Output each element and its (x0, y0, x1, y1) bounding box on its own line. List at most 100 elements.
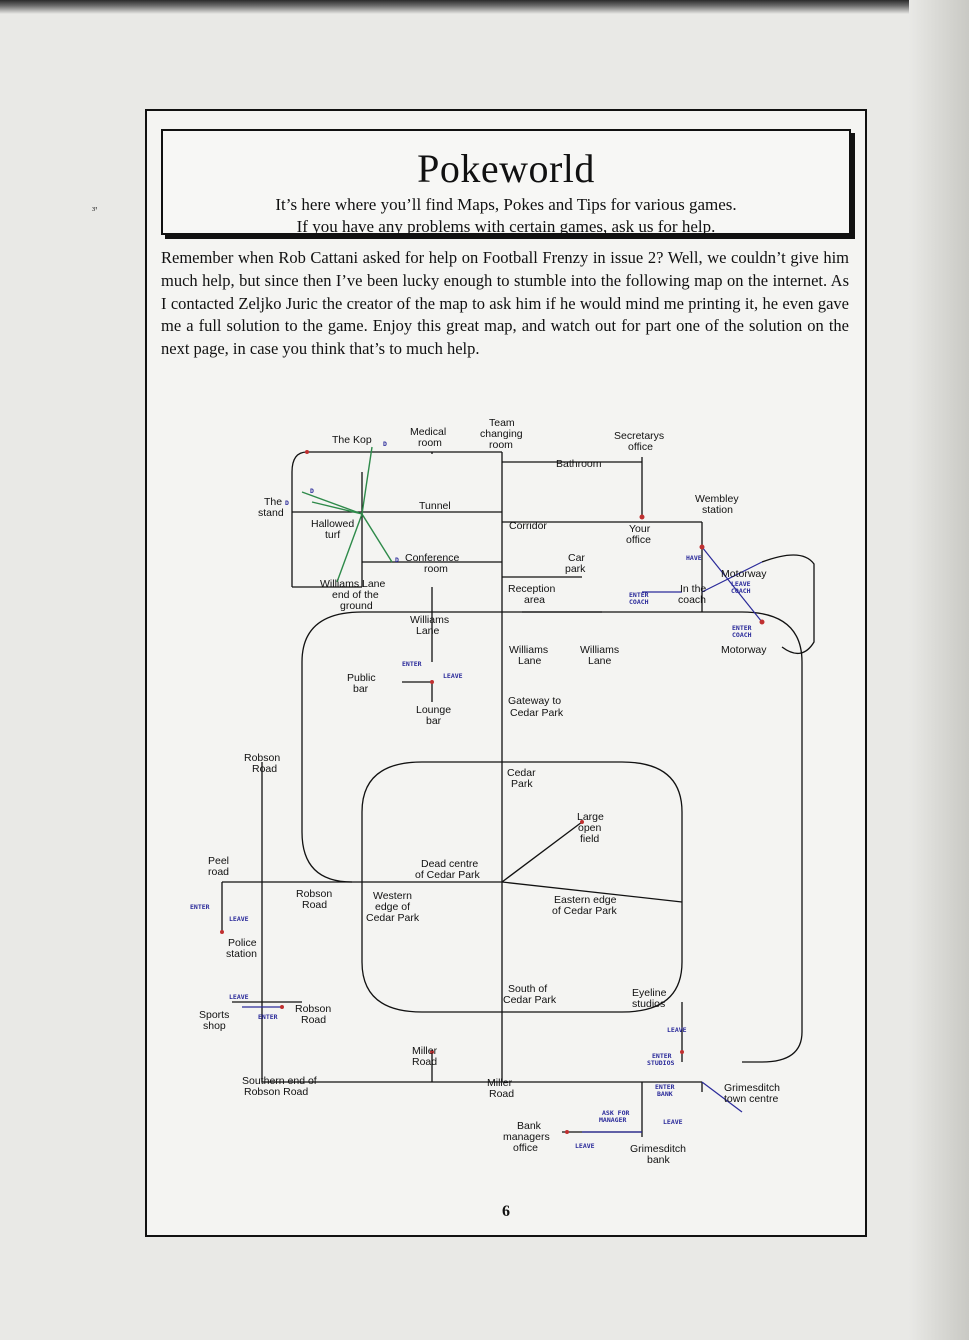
tag-leave-police: LEAVE (229, 915, 249, 923)
svg-text:Lane: Lane (416, 625, 440, 637)
svg-text:park: park (565, 563, 586, 575)
green-paths (301, 446, 393, 583)
label-bathroom: Bathroom (556, 458, 602, 470)
svg-text:MANAGER: MANAGER (599, 1116, 626, 1124)
label-secretarys-office: Secretarys (614, 430, 664, 442)
label-conference-room: Conference (405, 552, 459, 564)
label-bank-managers-office: Bank (517, 1120, 542, 1132)
tag-enter-coach-1: ENTER (629, 591, 649, 599)
svg-text:Cedar Park: Cedar Park (366, 912, 420, 924)
label-public-bar: Public (347, 672, 376, 684)
svg-text:Road: Road (252, 763, 277, 775)
label-the-stand: The (264, 496, 282, 508)
svg-text:turf: turf (325, 529, 340, 541)
label-motorway-2: Motorway (721, 644, 767, 656)
svg-text:town centre: town centre (724, 1093, 778, 1105)
label-sports-shop: Sports (199, 1009, 229, 1021)
label-hallowed-turf: Hallowed (311, 518, 354, 530)
svg-text:COACH: COACH (629, 598, 649, 606)
svg-text:station: station (702, 504, 733, 516)
label-large-open-field: Large (577, 811, 604, 823)
svg-text:room: room (424, 563, 448, 575)
football-frenzy-map: The Kop Medical room Team changing room … (190, 417, 815, 1166)
tag-leave-manager: LEAVE (575, 1142, 595, 1150)
scan-top-edge (0, 0, 969, 14)
svg-text:end of the: end of the (332, 589, 379, 601)
label-robson-road-3: Robson (295, 1003, 331, 1015)
label-your-office: Your (629, 523, 651, 535)
label-peel-road: Peel (208, 855, 229, 867)
svg-text:managers: managers (503, 1131, 550, 1143)
label-williams-lane-end: Williams Lane (320, 578, 386, 590)
svg-text:bank: bank (647, 1154, 671, 1166)
svg-text:of Cedar Park: of Cedar Park (552, 905, 618, 917)
svg-text:edge of: edge of (375, 901, 410, 913)
svg-text:office: office (628, 441, 653, 453)
svg-text:bar: bar (426, 715, 442, 727)
tag-leave-studios: LEAVE (667, 1026, 687, 1034)
svg-text:office: office (513, 1142, 538, 1154)
svg-text:Park: Park (511, 778, 533, 790)
label-williams-lane-1: Williams (410, 614, 449, 626)
label-miller-road-2: Miller (487, 1077, 513, 1089)
svg-text:studios: studios (632, 998, 665, 1010)
label-dead-centre: Dead centre (421, 858, 478, 870)
tag-enter-bank: ENTER (655, 1083, 675, 1091)
svg-text:BANK: BANK (657, 1090, 673, 1098)
scan-right-edge (909, 0, 969, 1340)
page-number: 6 (502, 1203, 510, 1220)
subtitle-line-2: If you have any problems with certain ga… (296, 217, 716, 236)
svg-text:bar: bar (353, 683, 369, 695)
svg-text:room: room (489, 439, 513, 451)
label-medical-room: Medical (410, 426, 446, 438)
svg-text:shop: shop (203, 1020, 226, 1032)
label-lounge-bar: Lounge (416, 704, 451, 716)
label-grimesditch-bank: Grimesditch (630, 1143, 686, 1155)
svg-text:open: open (578, 822, 602, 834)
exit-nodes (220, 450, 765, 1134)
tag-d3: D (285, 499, 289, 507)
tag-d1: D (383, 440, 387, 448)
label-robson-road-1: Robson (244, 752, 280, 764)
label-the-kop: The Kop (332, 434, 372, 446)
svg-text:Road: Road (412, 1056, 437, 1068)
svg-text:COACH: COACH (731, 587, 751, 595)
subtitle-line-1: It’s here where you’ll find Maps, Pokes … (275, 195, 737, 214)
label-police-station: Police (228, 937, 257, 949)
label-motorway-1: Motorway (721, 568, 767, 580)
tag-have: HAVE (686, 554, 702, 562)
page-title: Pokeworld (417, 146, 595, 191)
svg-text:area: area (524, 594, 545, 606)
action-tags: HAVE LEAVE COACH ENTER COACH ENTER COACH… (190, 440, 752, 1150)
svg-text:Road: Road (489, 1088, 514, 1100)
tag-ask-for-manager: ASK FOR (602, 1109, 629, 1117)
tag-leave-pub: LEAVE (443, 672, 463, 680)
transfer-lines (242, 546, 763, 1133)
location-labels: The Kop Medical room Team changing room … (199, 417, 780, 1166)
label-south-of-cedar-park: South of (508, 983, 547, 995)
intro-paragraph: Remember when Rob Cattani asked for help… (161, 248, 849, 359)
tag-d2: D (310, 487, 314, 495)
tag-enter-pub: ENTER (402, 660, 422, 668)
label-eastern-edge: Eastern edge (554, 894, 617, 906)
svg-text:coach: coach (678, 594, 706, 606)
label-reception-area: Reception (508, 583, 555, 595)
label-western-edge: Western (373, 890, 412, 902)
label-miller-road-1: Miller (412, 1045, 438, 1057)
tag-d4: D (395, 556, 399, 564)
svg-text:office: office (626, 534, 651, 546)
tag-enter-shop: ENTER (258, 1013, 278, 1021)
svg-text:ground: ground (340, 600, 373, 612)
svg-text:station: station (226, 948, 257, 960)
label-corridor: Corridor (509, 520, 547, 532)
svg-text:field: field (580, 833, 599, 845)
svg-text:of Cedar Park: of Cedar Park (415, 869, 481, 881)
tag-leave-coach: LEAVE (731, 580, 751, 588)
tag-leave-shop: LEAVE (229, 993, 249, 1001)
label-cedar-park: Cedar (507, 767, 536, 779)
svg-text:Robson Road: Robson Road (244, 1086, 308, 1098)
tag-leave-bank: LEAVE (663, 1118, 683, 1126)
svg-text:STUDIOS: STUDIOS (647, 1059, 674, 1067)
header-box: Pokeworld It’s here where you’ll find Ma… (161, 129, 851, 236)
svg-text:Cedar Park: Cedar Park (503, 994, 557, 1006)
